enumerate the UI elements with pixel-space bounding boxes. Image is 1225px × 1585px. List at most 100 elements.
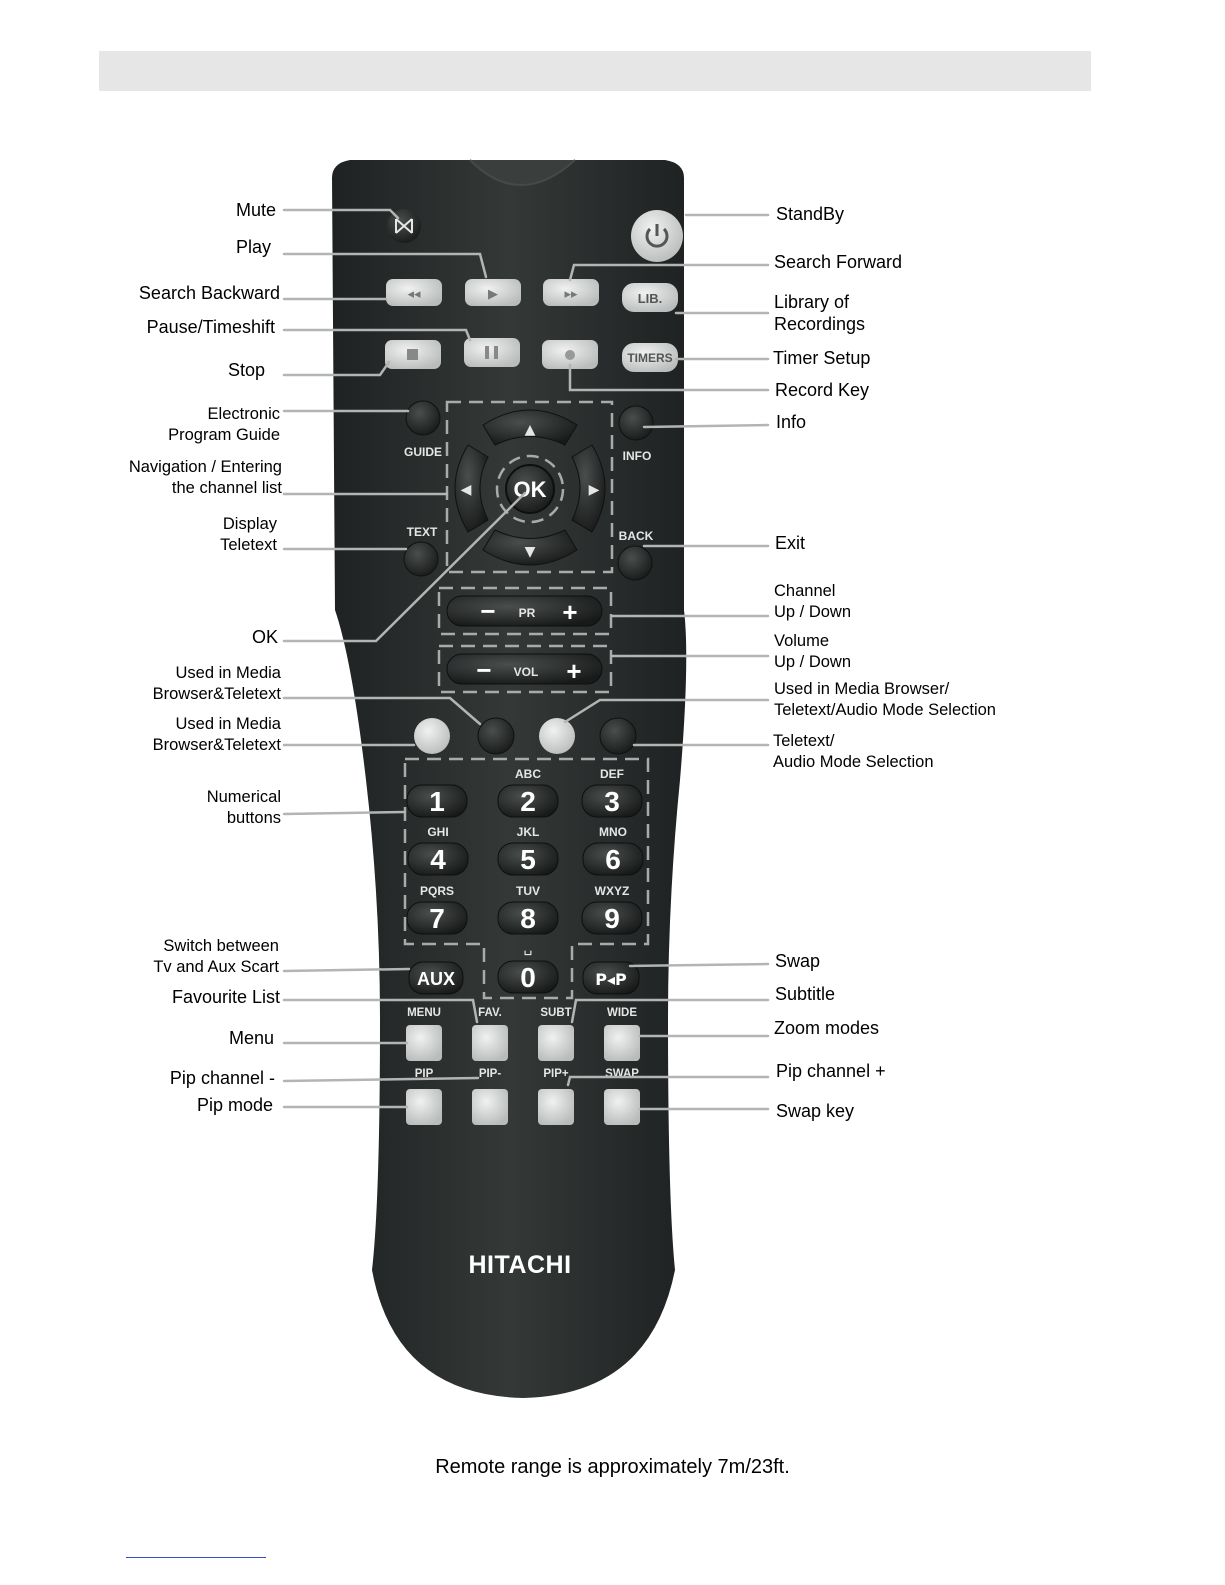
left-arrow-icon: ◀ [461,482,472,498]
volume-up-icon[interactable]: + [566,656,581,686]
callout-right-14: Zoom modes [774,1018,880,1038]
callout-right-2: Search Forward [774,252,903,272]
callout-right-15: Pip channel + [776,1061,886,1081]
numpad-outline [403,757,650,1000]
colour-button-1[interactable] [414,718,450,754]
leader-aux [282,967,411,973]
volume-rocker [446,653,603,685]
leader-pip-minus [282,1076,480,1083]
nav-up-button[interactable] [482,409,578,446]
leader-swap [628,962,770,968]
digit-8-button[interactable] [497,901,559,935]
function-button-4[interactable] [604,1025,640,1061]
function-button-1[interactable] [406,1025,442,1061]
colour-button-3[interactable] [539,718,575,754]
space-icon: ␣ [524,940,533,956]
pip-button-2[interactable] [472,1089,508,1125]
remote-top-notch [469,159,576,186]
channel-up-icon[interactable]: + [562,597,577,627]
callout-right-13: Subtitle [775,984,836,1004]
digit-6-label: 6 [605,844,621,875]
down-arrow-icon: ▼ [525,544,536,560]
leader-search-forward [568,263,770,282]
leader-info [642,423,770,429]
leader-play [282,252,488,279]
info-button[interactable] [618,405,654,441]
callout-left-15: Menu [228,1028,274,1048]
function-button-3[interactable] [538,1025,574,1061]
digit-9-label: 9 [604,903,620,934]
digit-6-button[interactable] [582,842,644,876]
callout-right-4: Timer Setup [773,348,871,368]
text-button[interactable] [403,541,439,577]
swap-pp-button[interactable] [582,961,640,995]
callout-right-12: Swap [775,951,821,971]
callout-lines [282,208,770,1111]
digit-9-letters: WXYZ [595,884,630,898]
colour-button-4[interactable] [599,717,637,755]
library-label: LIB. [638,291,663,306]
power-icon [645,224,669,248]
library-button[interactable] [622,283,678,312]
digit-0-label: 0 [520,962,536,993]
callout-left-14: Favourite List [171,987,280,1007]
callout-right-16: Swap key [776,1101,855,1121]
ok-outline [495,454,565,524]
pip-button-4[interactable] [604,1089,640,1125]
pip-button-3[interactable] [538,1089,574,1125]
leader-ok [282,491,527,643]
digit-9-button[interactable] [581,901,643,935]
function-label-1: MENU [407,1007,441,1019]
nav-right-button[interactable] [571,444,606,533]
digit-1-label: 1 [429,786,445,817]
digit-2-label: 2 [520,786,536,817]
digit-0-button[interactable] [497,960,559,994]
colour-button-2[interactable] [477,717,515,755]
search-backward-button[interactable] [386,279,442,306]
digit-4-button[interactable] [407,842,469,876]
pip-button-1[interactable] [406,1089,442,1125]
guide-button[interactable] [405,400,441,436]
callout-right-11: Teletext/Audio Mode Selection [773,732,934,771]
play-button[interactable] [465,279,521,306]
digit-3-button[interactable] [581,784,643,818]
digit-7-button[interactable] [406,901,468,935]
function-label-3: SUBT [540,1007,571,1019]
callout-left-4: Pause/Timeshift [146,317,275,337]
guide-label: GUIDE [404,445,442,459]
volume-down-icon[interactable]: − [476,655,491,685]
digit-2-button[interactable] [497,784,559,818]
nav-left-button[interactable] [454,444,489,533]
aux-button[interactable] [408,961,464,995]
callout-left-9: OK [251,627,278,647]
callout-left-5: Stop [227,360,265,380]
function-label-4: WIDE [607,1007,637,1019]
search-forward-button[interactable] [543,279,599,306]
info-label: INFO [623,449,652,463]
leader-stop [282,360,391,377]
digit-5-button[interactable] [497,842,559,876]
digit-4-letters: GHI [427,825,448,839]
channel-label: PR [519,606,536,620]
back-button[interactable] [617,545,653,581]
nav-down-button[interactable] [482,529,578,566]
channel-down-icon[interactable]: − [480,596,495,626]
digit-1-button[interactable] [406,784,468,818]
pause-button[interactable] [464,338,520,367]
function-button-2[interactable] [472,1025,508,1061]
callout-right-5: Record Key [775,380,870,400]
digit-4-label: 4 [430,844,446,875]
fast-forward-icon: ▸▸ [564,287,578,302]
brand-logo: HITACHI [468,1251,571,1279]
mute-icon [395,218,413,234]
timers-label: TIMERS [627,351,672,365]
timers-button[interactable] [622,343,678,372]
